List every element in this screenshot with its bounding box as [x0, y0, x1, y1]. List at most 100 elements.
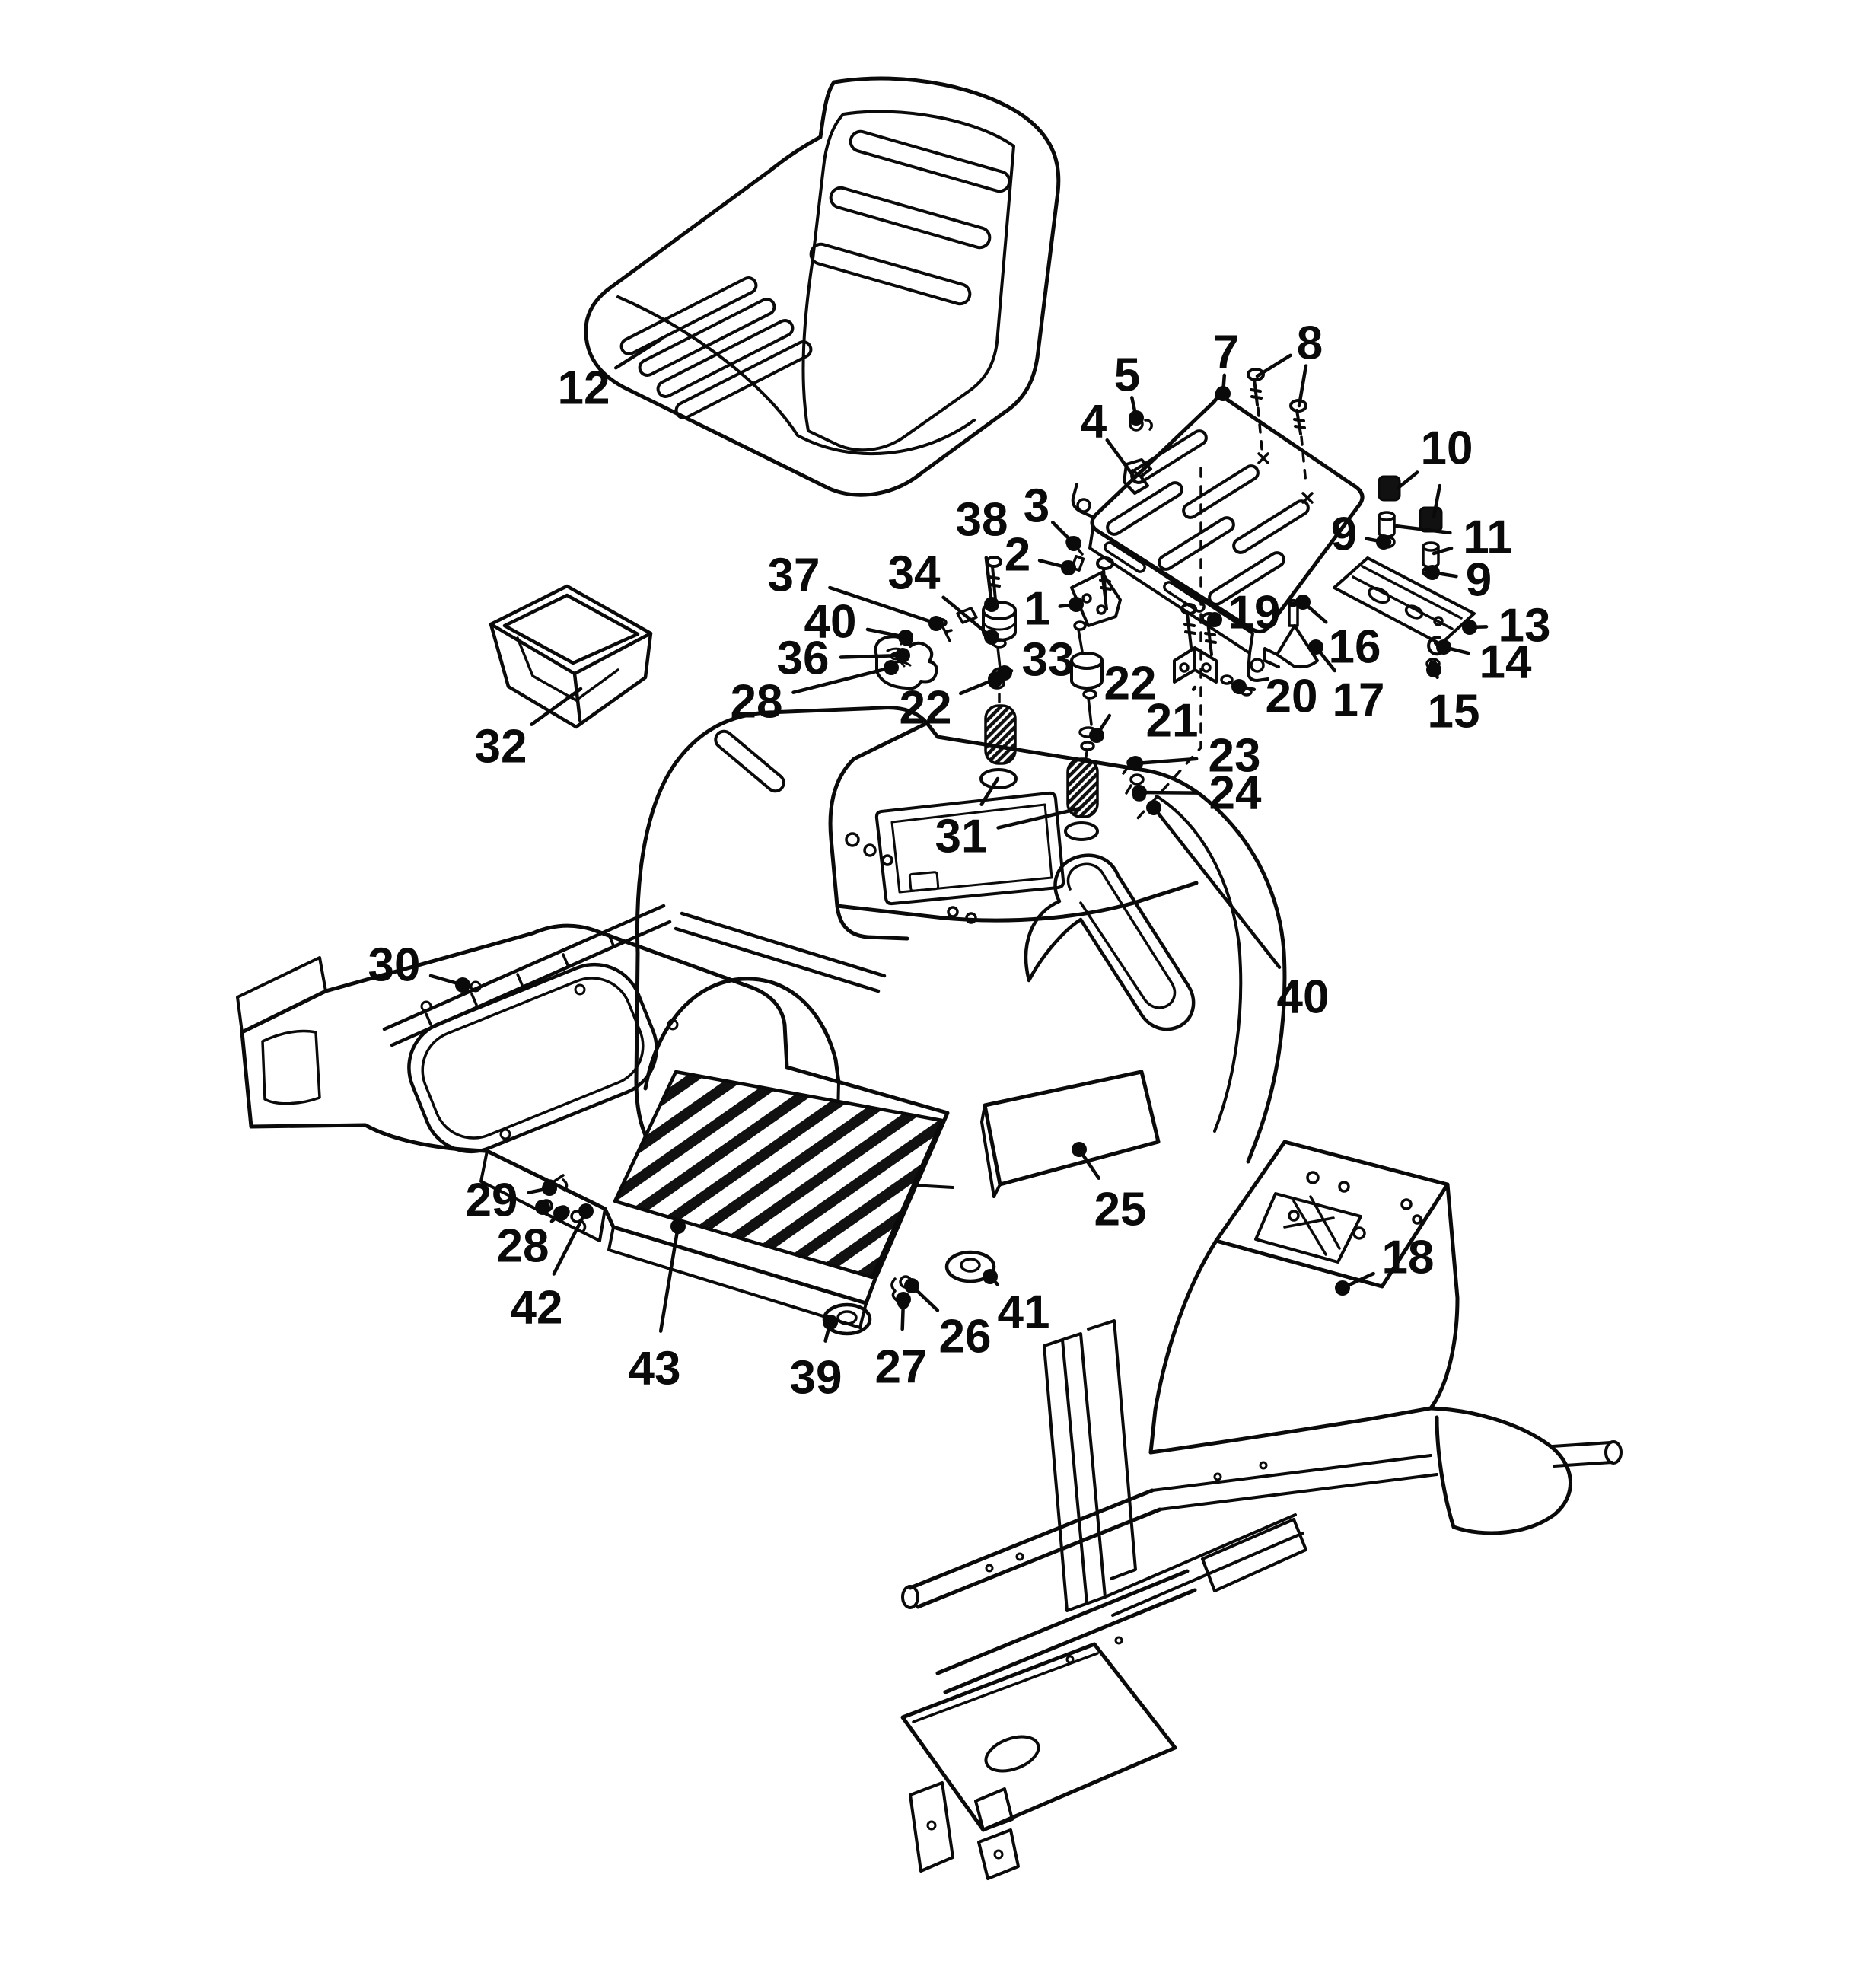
leader-line — [996, 806, 1082, 830]
leader-dot — [1308, 639, 1323, 655]
mount-plate-lip-slot — [1104, 541, 1146, 573]
callout-label-21: 21 — [1146, 695, 1199, 748]
bolt-8 — [1247, 368, 1265, 406]
leader-dot — [1207, 612, 1222, 627]
assembly-axis-dash — [1135, 467, 1202, 821]
body-right-inner-curve — [1155, 795, 1243, 1133]
callout-label-20: 20 — [1266, 671, 1318, 723]
leader-line — [839, 653, 905, 659]
callout-label-7: 7 — [1213, 327, 1239, 379]
callout-label-9: 9 — [1331, 508, 1357, 561]
frame-seat-platform — [1214, 1140, 1450, 1289]
leader-dot — [984, 597, 999, 612]
mount-plate-outline — [1090, 394, 1365, 634]
frame-bottom-plate — [900, 1642, 1177, 1832]
frame-tower-bottom — [1148, 1417, 1368, 1455]
callout-label-13: 13 — [1499, 600, 1551, 652]
washer-5 — [1144, 419, 1153, 431]
console-top-right-sweep — [935, 735, 1287, 1164]
frame-tower-left-edge — [1148, 1238, 1218, 1455]
frame-tower-right — [1364, 1182, 1460, 1422]
callout-label-41: 41 — [998, 1286, 1050, 1339]
leader-line — [1393, 524, 1452, 535]
pan-rear-rail — [674, 911, 887, 993]
leader-line — [984, 556, 994, 607]
leader-dot — [895, 648, 910, 663]
tool-tray-part — [489, 584, 653, 729]
leader-dot — [984, 630, 999, 645]
leader-line — [1432, 483, 1441, 519]
leader-dot — [1061, 560, 1076, 575]
callout-label-8: 8 — [1297, 317, 1323, 370]
frame-main-rail — [901, 1454, 1438, 1609]
leader-line — [1137, 790, 1199, 795]
leader-dot — [823, 1315, 838, 1330]
angle-bracket-21 — [1173, 646, 1218, 684]
console-hole — [965, 912, 977, 924]
callout-label-4: 4 — [1081, 396, 1107, 448]
callout-label-27: 27 — [875, 1341, 928, 1394]
floor-pan-part — [236, 904, 996, 1336]
callout-label-26: 26 — [939, 1311, 992, 1363]
frame-post — [1043, 1319, 1137, 1612]
bolt-below-33 — [1078, 689, 1098, 751]
leader-dot — [1066, 536, 1081, 551]
seat-cushion-slot — [674, 340, 813, 419]
callout-label-12: 12 — [558, 362, 610, 415]
leader-line — [979, 776, 1000, 806]
leader-line — [658, 1224, 680, 1333]
callout-label-36: 36 — [777, 633, 830, 685]
tray-rim-inner — [502, 593, 640, 665]
spring-seat-hole — [979, 768, 1018, 789]
leader-dot — [1426, 662, 1441, 677]
leader-line — [791, 665, 893, 694]
bushing-33 — [1070, 652, 1104, 690]
tray-body — [489, 622, 653, 729]
leader-dot — [1069, 597, 1084, 612]
leader-dot — [1436, 639, 1451, 655]
callout-label-29: 29 — [466, 1175, 518, 1227]
footrest-left-face — [479, 1149, 607, 1242]
seat-seam — [616, 295, 976, 456]
pan-outline — [240, 923, 950, 1305]
frame-lower-rail — [935, 1569, 1197, 1694]
seat-cushion-slot — [638, 298, 776, 377]
leader-dot — [884, 660, 899, 675]
leader-line — [828, 585, 938, 626]
leader-dot — [1089, 728, 1104, 743]
body-left-top-edge — [635, 706, 940, 955]
leader-dot — [670, 1219, 686, 1234]
leader-dot — [1128, 756, 1143, 771]
pan-rear-rail — [382, 904, 672, 1047]
footrest-front-lip — [607, 1226, 868, 1329]
wheel-well-opening — [407, 962, 658, 1154]
callout-label-43: 43 — [629, 1343, 681, 1395]
callout-label-14: 14 — [1479, 636, 1532, 689]
latch-plate-13 — [1333, 556, 1476, 646]
frame-right-skirt — [1428, 1406, 1572, 1535]
callout-label-16: 16 — [1329, 621, 1381, 674]
frame-holes — [985, 1461, 1268, 1664]
leader-dot — [1146, 800, 1161, 815]
leader-dot — [535, 1200, 550, 1215]
callout-label-19: 19 — [1228, 587, 1281, 639]
frame-foot-bracket — [909, 1781, 1020, 1880]
callout-label-3: 3 — [1024, 480, 1049, 533]
leader-line — [1297, 364, 1308, 408]
leader-dot — [1215, 386, 1231, 401]
callout-label-32: 32 — [475, 721, 527, 773]
console-hole — [881, 854, 893, 866]
callout-label-34: 34 — [888, 547, 941, 600]
leader-dot — [1335, 1280, 1350, 1296]
frame-rear-tube — [1551, 1441, 1613, 1468]
callout-label-28: 28 — [731, 676, 783, 728]
bolt-above-33 — [1073, 620, 1087, 653]
leader-dot — [997, 665, 1012, 681]
callout-label-9: 9 — [1466, 554, 1492, 607]
bolt-axis-dash — [1257, 406, 1307, 486]
seat-back-slot — [809, 242, 972, 306]
callout-label-40: 40 — [1277, 971, 1330, 1024]
callout-label-17: 17 — [1333, 674, 1385, 727]
console-hole — [863, 843, 877, 857]
